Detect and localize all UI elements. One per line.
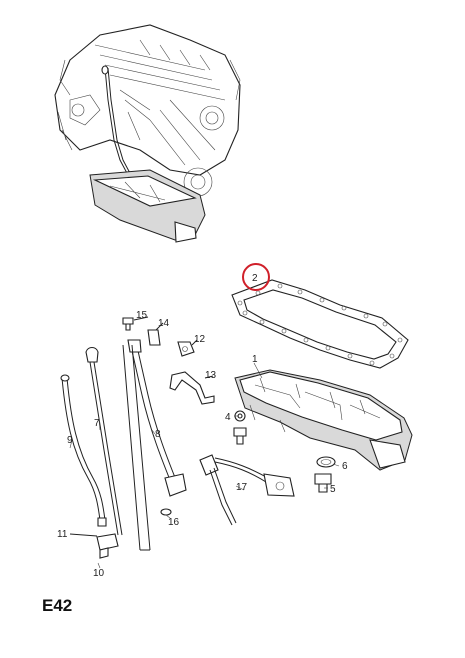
- oil-pan-gasket: [231, 279, 409, 369]
- rod-strip: [122, 344, 151, 551]
- guide-tube-part-8: [127, 339, 187, 497]
- callout-14: 14: [158, 318, 170, 329]
- oil-pan: [234, 369, 413, 471]
- callout-7: 7: [94, 418, 100, 429]
- diagram-code: E42: [42, 596, 73, 615]
- bolt-part-15: [122, 316, 149, 331]
- o-ring-part-16: [160, 508, 172, 516]
- oil-level-sensor-part-17: [199, 454, 295, 526]
- engine-assembly-illustration: [54, 24, 241, 243]
- callout-6: 6: [342, 461, 348, 472]
- callout-5: 5: [330, 484, 336, 495]
- callout-2-highlight: [242, 263, 270, 291]
- callout-10: 10: [93, 568, 105, 579]
- callout-labels: 1 2 4 5 6 7 8 9 10 11 12 13 14 15 16 17: [57, 273, 348, 579]
- fitting-part-10: [69, 533, 119, 559]
- drain-plug-part-5: [314, 473, 332, 493]
- callout-9: 9: [67, 435, 73, 446]
- callout-8: 8: [155, 429, 161, 440]
- callout-17: 17: [236, 482, 248, 493]
- callout-11: 11: [57, 529, 68, 540]
- leader-lines: [69, 362, 340, 569]
- dipstick-part-7: [85, 346, 123, 536]
- bolt-drain: [233, 427, 247, 445]
- callout-13: 13: [205, 370, 217, 381]
- dipstick-tube-part-9: [60, 374, 107, 527]
- washer-part-4: [234, 410, 246, 422]
- callout-15: 15: [136, 310, 148, 321]
- callout-1: 1: [252, 354, 258, 365]
- bracket-part-13: [169, 371, 215, 405]
- callout-12: 12: [194, 334, 206, 345]
- callout-2: 2: [252, 273, 258, 284]
- clip-part-14: [147, 322, 164, 346]
- seal-ring-part-6: [316, 456, 336, 468]
- callout-16: 16: [168, 517, 180, 528]
- clamp-part-12: [177, 339, 198, 357]
- callout-4: 4: [225, 412, 231, 423]
